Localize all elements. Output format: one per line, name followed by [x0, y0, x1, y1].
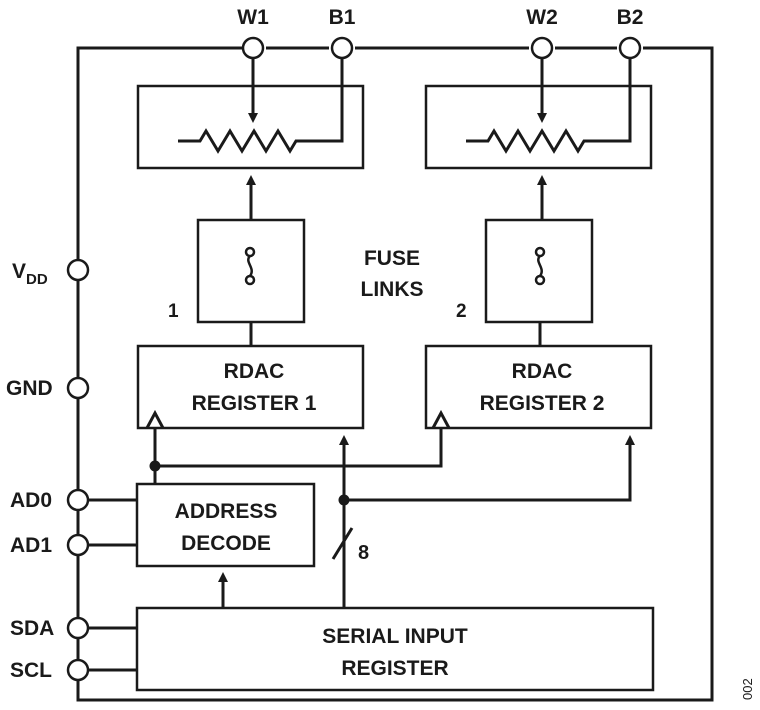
pin-b2: B2 — [617, 6, 644, 60]
rdac-register-1-box — [136, 344, 365, 430]
rdac-register-2-label-line2: REGISTER 2 — [480, 392, 605, 415]
serial-input-register-box — [135, 606, 655, 692]
terminal-b1-line — [305, 58, 344, 143]
data-bus-junction — [338, 494, 350, 506]
address-enable-junction — [149, 460, 161, 472]
pin-vdd-label: VDD — [12, 260, 48, 288]
pin-b2-label: B2 — [617, 6, 644, 29]
rdac-register-2-clock-icon — [431, 409, 451, 429]
rdac-register-1: RDAC REGISTER 1 — [136, 344, 365, 430]
pin-gnd: GND — [6, 376, 90, 400]
rdac-register-1-clock-icon — [145, 409, 165, 429]
pin-b2-terminal — [618, 36, 642, 60]
fuse-link-2: 2 — [456, 218, 594, 324]
pin-vdd-terminal — [66, 258, 90, 282]
rdac-register-2: RDAC REGISTER 2 — [424, 344, 653, 430]
fuse-links-label-line2: LINKS — [361, 278, 424, 301]
terminal-b2-line — [593, 58, 632, 143]
pin-w2-terminal — [530, 36, 554, 60]
pin-ad0: AD0 — [10, 488, 90, 512]
serial-input-register-label-line2: REGISTER — [341, 657, 448, 680]
pin-gnd-label: GND — [6, 377, 53, 400]
pin-w2: W2 — [526, 6, 558, 60]
resistor-2-icon — [466, 128, 593, 154]
pin-w1: W1 — [237, 6, 269, 60]
fuse-link-2-number: 2 — [456, 301, 467, 322]
potentiometer-1-box — [136, 84, 365, 170]
fuse-1-icon — [244, 246, 256, 286]
pin-vdd: VDD — [12, 258, 90, 288]
address-enable-line — [153, 428, 443, 484]
pin-w1-terminal — [241, 36, 265, 60]
potentiometer-2 — [424, 58, 653, 170]
rdac-register-1-label-line1: RDAC — [224, 360, 285, 383]
pin-w1-label: W1 — [237, 6, 269, 29]
pin-b1-label: B1 — [329, 6, 356, 29]
pin-ad1: AD1 — [10, 533, 90, 557]
address-decode: ADDRESS DECODE — [135, 482, 316, 568]
pin-b1-terminal — [330, 36, 354, 60]
pin-sda-terminal — [66, 616, 90, 640]
rdac-register-2-box — [424, 344, 653, 430]
address-decode-label-line2: DECODE — [181, 532, 271, 555]
rdac-register-1-label-line2: REGISTER 1 — [192, 392, 317, 415]
pin-ad1-label: AD1 — [10, 534, 52, 557]
address-decode-label-line1: ADDRESS — [175, 500, 278, 523]
figure-id: 002 — [740, 678, 755, 700]
pin-scl: SCL — [10, 658, 90, 682]
pin-ad1-terminal — [66, 533, 90, 557]
rdac-register-2-label-line1: RDAC — [512, 360, 573, 383]
bus-width-slash — [331, 527, 354, 560]
fuse-link-2-box — [484, 218, 594, 324]
resistor-1-icon — [178, 128, 305, 154]
pin-b1: B1 — [329, 6, 356, 60]
address-decode-box — [135, 482, 316, 568]
pin-ad0-terminal — [66, 488, 90, 512]
pin-sda-label: SDA — [10, 617, 54, 640]
fuse-link-1-number: 1 — [168, 301, 179, 322]
chip-outline — [76, 46, 714, 702]
pin-ad0-label: AD0 — [10, 489, 52, 512]
pin-w2-label: W2 — [526, 6, 558, 29]
pin-scl-label: SCL — [10, 659, 52, 682]
pin-gnd-terminal — [66, 376, 90, 400]
pin-sda: SDA — [10, 616, 90, 640]
fuse-2-icon — [534, 246, 546, 286]
potentiometer-2-box — [424, 84, 653, 170]
serial-input-register: SERIAL INPUT REGISTER — [135, 606, 655, 692]
data-bus-rdac2 — [344, 435, 635, 502]
pin-scl-terminal — [66, 658, 90, 682]
serial-input-register-label-line1: SERIAL INPUT — [322, 625, 468, 648]
potentiometer-1 — [136, 58, 365, 170]
fuse-links-label-line1: FUSE — [364, 247, 420, 270]
bus-width-label: 8 — [358, 542, 369, 564]
fuse-link-1: 1 — [168, 218, 306, 324]
